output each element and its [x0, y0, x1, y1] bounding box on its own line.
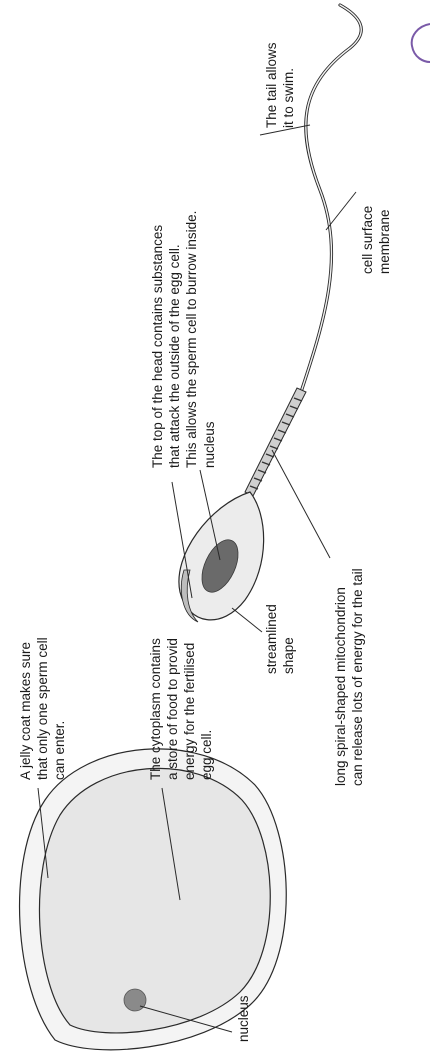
- membrane-line-1: cell surface: [360, 206, 375, 274]
- jelly-coat-line-3: can enter.: [52, 721, 67, 780]
- streamlined-line-2: shape: [281, 637, 296, 674]
- egg-nucleus: [124, 989, 146, 1011]
- jelly-coat-line-2: that only one sperm cell: [35, 637, 50, 780]
- leader-membrane: [326, 192, 356, 230]
- head-top-line-3: This allows the sperm cell to burrow ins…: [184, 211, 199, 468]
- tail-label: The tail allows it to swim.: [264, 42, 296, 128]
- cytoplasm-line-4: egg cell.: [199, 730, 214, 780]
- membrane-line-2: membrane: [377, 209, 392, 274]
- egg-nucleus-text: nucleus: [236, 995, 251, 1042]
- tail-line-1: The tail allows: [264, 42, 279, 128]
- cytoplasm-line-3: energy for the fertilised: [182, 643, 197, 780]
- cytoplasm-line-1: The cytoplasm contains: [148, 638, 163, 780]
- egg-nucleus-label: nucleus: [236, 995, 251, 1042]
- mitochondrion-line-2: can release lots of energy for the tail: [350, 568, 365, 786]
- tail-line-2: it to swim.: [281, 68, 296, 128]
- streamlined-line-1: streamlined: [264, 604, 279, 674]
- head-top-line-1: The top of the head contains substances: [150, 225, 165, 468]
- streamlined-label: streamlined shape: [264, 604, 296, 674]
- head-top-line-2: that attack the outside of the egg cell.: [167, 244, 182, 468]
- head-top-label: The top of the head contains substances …: [150, 211, 199, 468]
- leader-streamlined: [232, 608, 262, 632]
- mitochondrion-label: long spiral-shaped mitochondrion can rel…: [333, 568, 365, 786]
- jelly-coat-line-1: A jelly coat makes sure: [18, 642, 33, 780]
- jelly-coat-label: A jelly coat makes sure that only one sp…: [18, 637, 67, 780]
- membrane-label: cell surface membrane: [360, 206, 392, 274]
- sperm-midpiece: [245, 388, 306, 496]
- cytoplasm-line-2: a store of food to provid: [165, 638, 180, 780]
- leader-mitochondrion: [272, 450, 330, 558]
- sperm-nucleus-text: nucleus: [202, 421, 217, 468]
- sperm-nucleus-label: nucleus: [202, 421, 217, 468]
- sperm-tail: [300, 5, 361, 395]
- egg-membrane: [39, 768, 270, 1033]
- mitochondrion-line-1: long spiral-shaped mitochondrion: [333, 587, 348, 786]
- purple-mark: [412, 24, 430, 62]
